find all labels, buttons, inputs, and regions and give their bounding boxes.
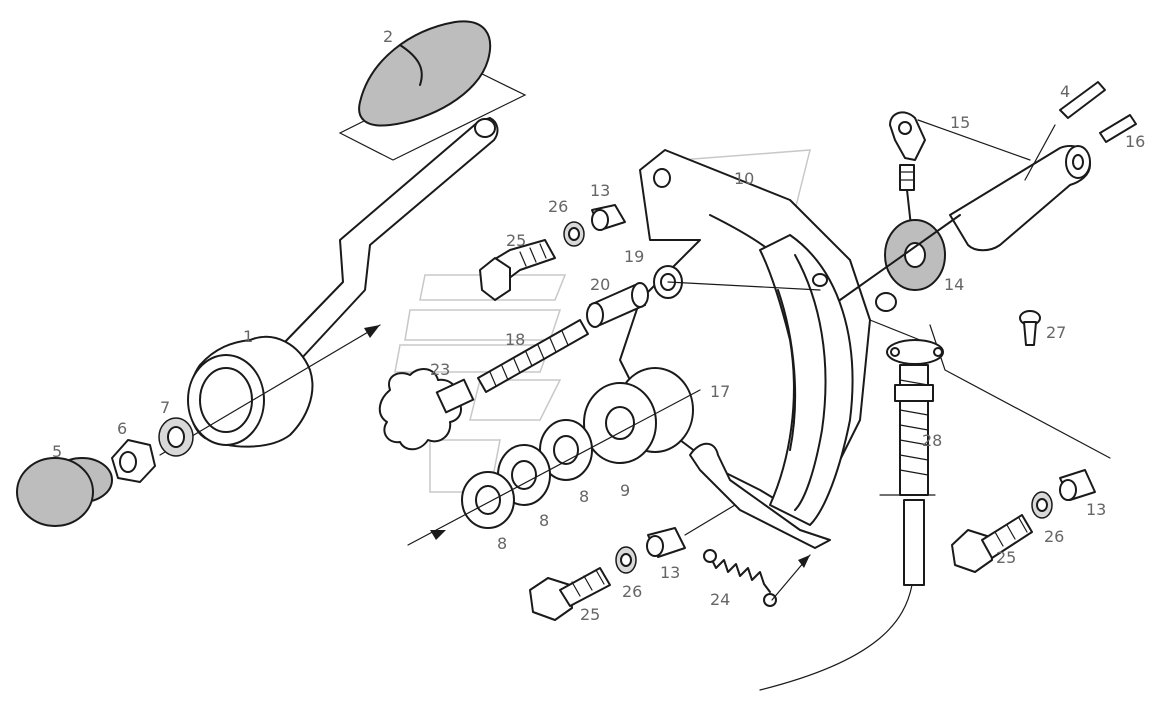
label-part-16: 16 [1125,132,1145,151]
label-part-17: 17 [710,382,730,401]
clevis-linkage [889,111,1031,236]
label-part-18: 18 [505,330,525,349]
label-part-8a: 8 [497,534,507,553]
label-part-7: 7 [160,398,170,417]
grip-sleeve [338,20,527,161]
label-part-9: 9 [620,481,630,500]
spring-bracket [689,442,831,549]
toothed-disc [839,214,961,301]
label-part-13a: 13 [590,181,610,200]
label-part-4: 4 [1060,82,1070,101]
label-part-28: 28 [922,431,942,450]
label-part-8c: 8 [579,487,589,506]
control-cable [759,339,944,691]
label-part-26a: 26 [548,197,568,216]
flat-washer [653,265,821,299]
end-cap [16,457,113,527]
label-part-13c: 13 [660,563,680,582]
bolt-set-right [929,324,1111,573]
label-part-26b: 26 [1044,527,1064,546]
label-part-20: 20 [590,275,610,294]
bushing [586,282,649,328]
label-part-25b: 25 [996,548,1016,567]
label-part-24: 24 [710,590,730,609]
bolt-set-lower-left [529,504,736,621]
lever-arm [159,117,499,456]
threaded-rod [477,319,589,393]
mounting-bracket [619,149,897,526]
label-part-19: 19 [624,247,644,266]
label-part-10: 10 [734,169,754,188]
pivot-washers [407,367,701,546]
leader-line [869,319,921,341]
star-knob [378,368,475,451]
label-part-25a: 25 [506,231,526,250]
label-part-13b: 13 [1086,500,1106,519]
label-part-15: 15 [950,113,970,132]
bolt-set-upper [479,204,626,301]
label-part-2: 2 [383,27,393,46]
part-labels: 1 2 4 5 6 7 8 8 8 9 10 13 13 13 14 15 16… [52,27,1145,624]
label-part-5: 5 [52,442,62,461]
label-part-23: 23 [430,360,450,379]
label-part-6: 6 [117,419,127,438]
label-part-27: 27 [1046,323,1066,342]
tension-spring [703,549,811,607]
label-part-26c: 26 [622,582,642,601]
label-part-14: 14 [944,275,964,294]
label-part-25c: 25 [580,605,600,624]
nut [111,439,156,483]
lock-washer [158,417,194,457]
label-part-8b: 8 [539,511,549,530]
cross-shaft [949,81,1137,252]
small-screw [1019,310,1041,346]
label-part-1: 1 [243,327,253,346]
